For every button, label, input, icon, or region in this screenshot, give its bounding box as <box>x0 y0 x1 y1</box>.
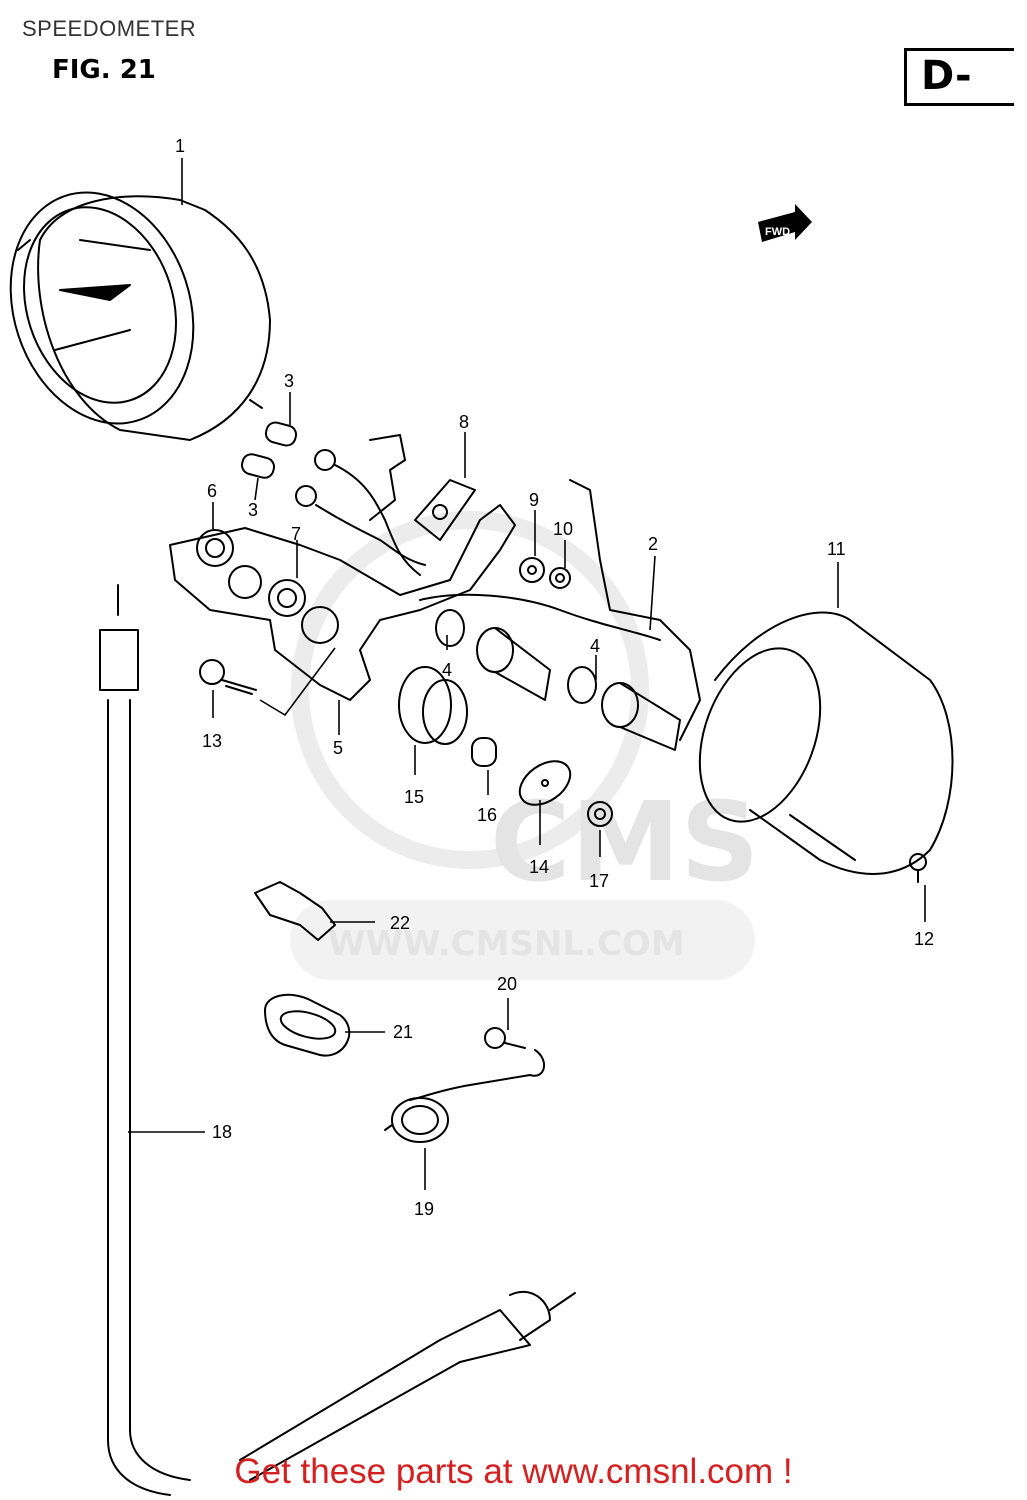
bolt-13 <box>199 659 257 695</box>
callout-5: 5 <box>333 738 343 758</box>
footer-link-text[interactable]: Get these parts at www.cmsnl.com ! <box>234 1452 793 1491</box>
watermark-logo: CMS <box>490 778 759 906</box>
watermark-url: WWW.CMSNL.COM <box>328 924 685 964</box>
grommet-6 <box>196 529 234 567</box>
speedometer-meter <box>9 191 271 441</box>
callout-2: 2 <box>648 534 658 554</box>
washer-9 <box>519 557 545 583</box>
nut-10 <box>549 567 571 589</box>
section-code-box: D- <box>904 48 1014 106</box>
meter-bracket <box>169 504 516 701</box>
bulb-socket-wires <box>295 449 426 576</box>
callout-8: 8 <box>459 412 469 432</box>
callout-9: 9 <box>529 490 539 510</box>
nut-17 <box>587 801 613 827</box>
callout-4-right: 4 <box>590 636 600 656</box>
callout-13: 13 <box>202 731 222 751</box>
callout-15: 15 <box>404 787 424 807</box>
cms-watermark: CMS WWW.CMSNL.COM <box>290 511 759 980</box>
callout-11: 11 <box>827 539 846 559</box>
bulb-3-lower <box>240 453 276 479</box>
collar-16 <box>471 737 497 767</box>
bulb-3-upper <box>264 421 298 447</box>
callout-19: 19 <box>414 1199 434 1219</box>
screw-12 <box>909 853 927 883</box>
callout-10: 10 <box>553 519 573 539</box>
wire-clamp <box>414 479 476 541</box>
washer-14 <box>518 760 572 806</box>
bolt-20 <box>484 1027 526 1049</box>
callout-7: 7 <box>291 524 301 544</box>
lamp-harness <box>369 434 701 741</box>
return-spring-19 <box>384 1049 545 1143</box>
callout-18: 18 <box>212 1122 232 1142</box>
fwd-label: FWD <box>765 226 790 238</box>
callout-6: 6 <box>207 481 217 501</box>
callout-14: 14 <box>529 857 549 877</box>
speedometer-cable <box>99 584 576 1496</box>
figure-number: FIG. 21 <box>52 55 156 85</box>
cable-clip-22 <box>254 881 336 941</box>
meter-case <box>698 611 954 875</box>
leader-lines <box>128 158 926 1190</box>
callout-22: 22 <box>390 913 410 933</box>
callout-1: 1 <box>175 136 185 156</box>
callout-20: 20 <box>497 974 517 994</box>
bulb-socket-left <box>435 609 551 701</box>
callout-3-lower: 3 <box>248 500 258 520</box>
bulb-socket-right <box>567 666 681 751</box>
section-code: D- <box>921 53 972 99</box>
grommet-7 <box>268 579 306 617</box>
callout-21: 21 <box>393 1022 413 1042</box>
callout-labels: 1 2 3 3 4 4 5 6 7 8 9 10 11 12 13 14 15 … <box>175 136 934 1219</box>
cable-guide-21 <box>264 993 351 1057</box>
callout-16: 16 <box>477 805 497 825</box>
callout-17: 17 <box>589 871 609 891</box>
callout-4-left: 4 <box>442 660 452 680</box>
page-title: SPEEDOMETER <box>22 16 197 41</box>
cushion-15 <box>398 666 468 745</box>
callout-12: 12 <box>914 929 934 949</box>
forward-direction-arrow: FWD <box>758 204 812 242</box>
callout-3-upper: 3 <box>284 371 294 391</box>
